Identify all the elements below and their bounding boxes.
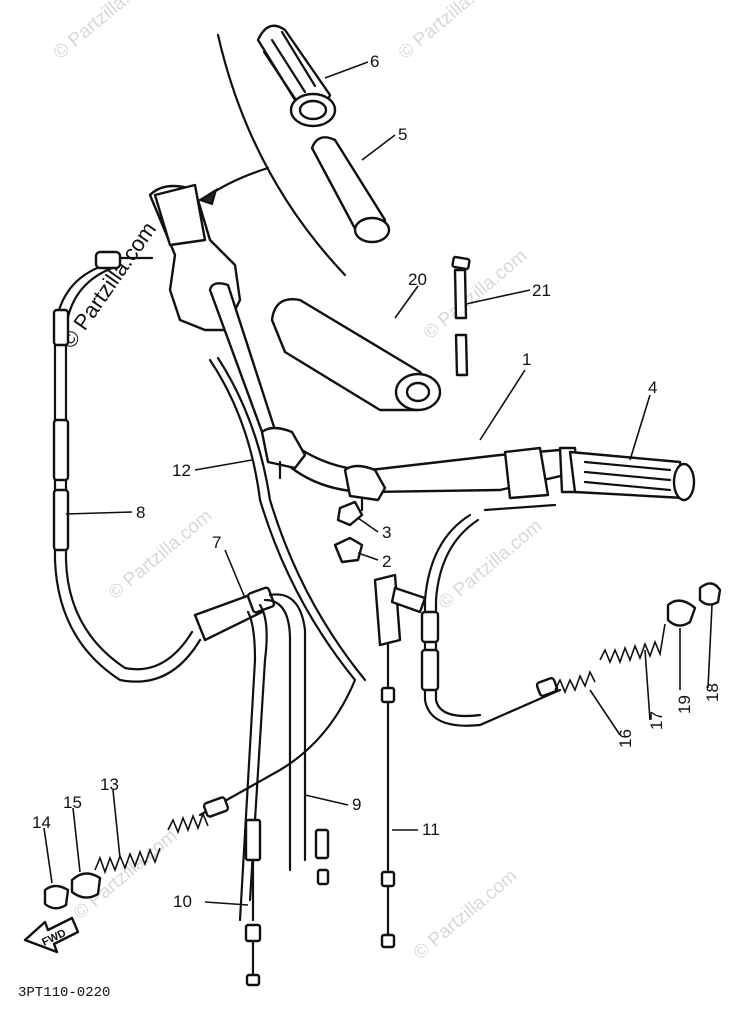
callout-18: 18 [703, 683, 722, 702]
callout-9: 9 [352, 795, 361, 814]
spring-13 [94, 796, 230, 875]
callout-4: 4 [648, 378, 657, 397]
cable-16 [420, 503, 562, 727]
nut-2 [333, 536, 364, 564]
callout-17: 17 [647, 711, 666, 730]
leader-lines [43, 61, 713, 906]
fwd-arrow: FWD [23, 916, 80, 954]
callout-2: 2 [382, 552, 391, 571]
callout-21: 21 [532, 281, 551, 300]
grip-6 [256, 24, 337, 128]
clip-21 [451, 255, 471, 377]
cap-19 [666, 599, 697, 627]
callout-16: 16 [616, 729, 635, 748]
callout-19: 19 [675, 695, 694, 714]
clamps [260, 426, 387, 512]
callout-20: 20 [408, 270, 427, 289]
watermark: © Partzilla.com [50, 0, 162, 64]
sleeve-5 [310, 136, 391, 244]
cable-11 [373, 573, 427, 949]
watermark: © Partzilla.com [395, 0, 507, 64]
callout-8: 8 [136, 503, 145, 522]
watermark: © Partzilla.com [410, 865, 522, 963]
diagram-code: 3PT110-0220 [18, 985, 110, 1001]
callout-5: 5 [398, 125, 407, 144]
cap-15 [70, 872, 102, 899]
watermark: © Partzilla.com [105, 505, 217, 603]
callout-14: 14 [32, 813, 51, 832]
callout-1: 1 [522, 350, 531, 369]
callout-10: 10 [173, 892, 192, 911]
callout-13: 13 [100, 775, 119, 794]
cable-8 [52, 250, 202, 683]
grip-4 [568, 450, 696, 502]
callout-6: 6 [370, 52, 379, 71]
callout-11: 11 [422, 820, 440, 839]
cap-14 [43, 884, 70, 910]
cable-7 [193, 586, 307, 922]
spring-17 [554, 623, 666, 695]
callout-12: 12 [172, 461, 191, 480]
callout-labels: 1 2 3 4 5 6 7 8 9 10 11 12 13 14 15 16 1… [32, 52, 722, 911]
cable-10 [244, 818, 262, 987]
callout-3: 3 [382, 523, 391, 542]
callout-15: 15 [63, 793, 82, 812]
grip-cover-20 [270, 298, 442, 412]
watermark-dark: © Partzilla.com [56, 217, 162, 353]
callout-7: 7 [212, 533, 221, 552]
nut-3 [336, 500, 364, 527]
watermark: © Partzilla.com [420, 245, 532, 343]
cable-9-12 [198, 356, 367, 886]
detail-bracket [197, 33, 347, 277]
cap-18 [698, 582, 722, 606]
